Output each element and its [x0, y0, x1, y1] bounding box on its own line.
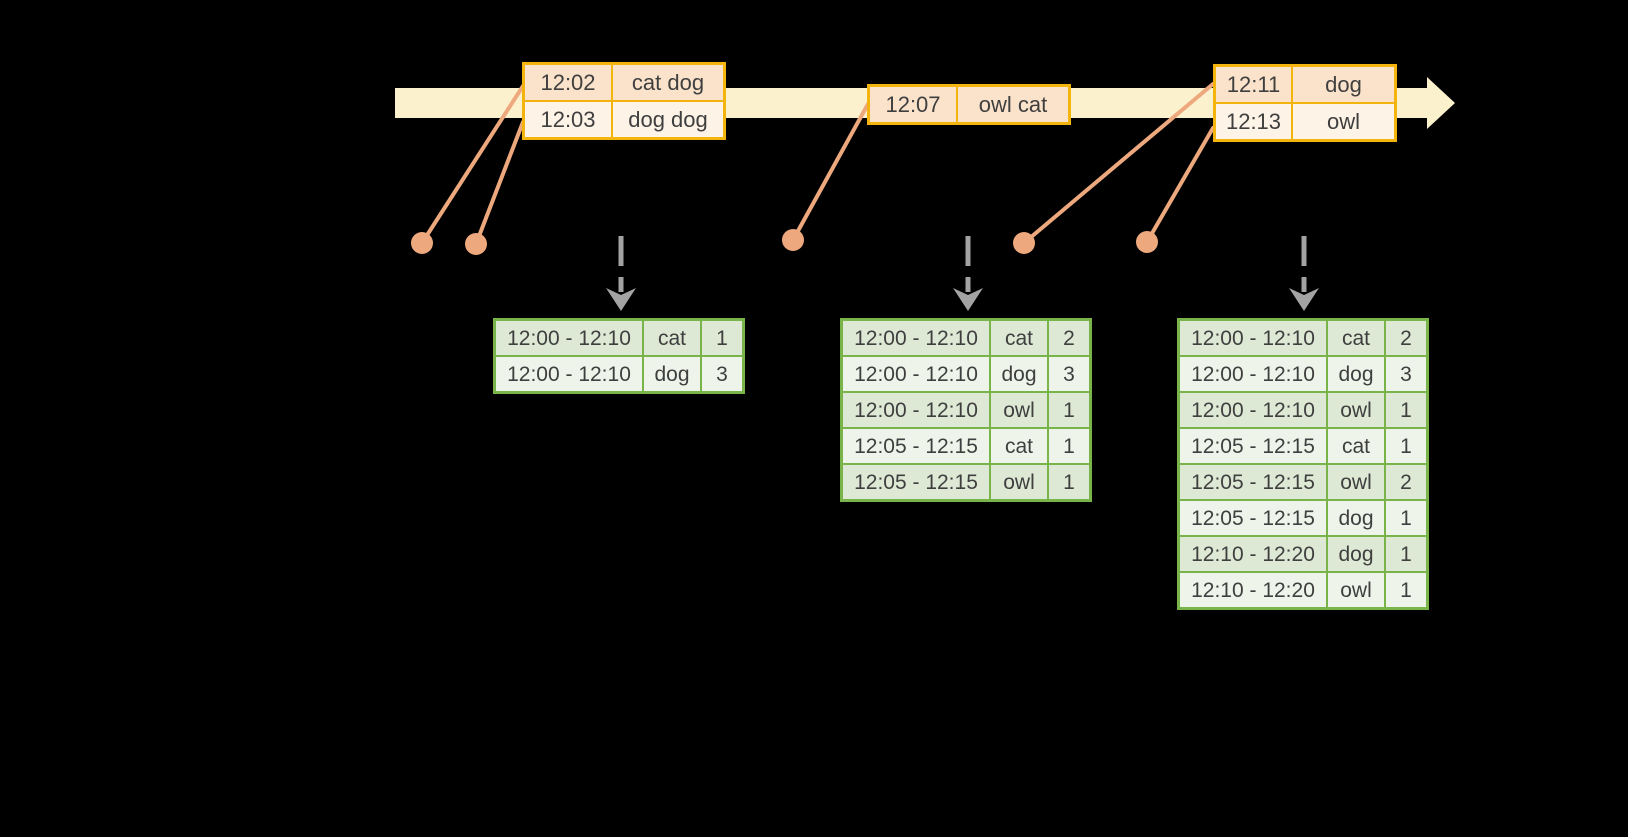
window-cell: 12:00 - 12:10	[843, 321, 989, 355]
trigger-arrowhead-icon	[606, 288, 636, 311]
count-cell: 1	[1384, 429, 1426, 463]
word-cell: cat	[1326, 429, 1384, 463]
word-cell: owl	[989, 465, 1047, 499]
count-cell: 2	[1384, 465, 1426, 499]
count-cell: 1	[1384, 573, 1426, 607]
trigger-arrow	[1289, 236, 1319, 311]
word-cell: owl	[1326, 393, 1384, 427]
window-cell: 12:05 - 12:15	[1180, 429, 1326, 463]
event-dot	[1013, 232, 1035, 254]
event-words-cell: cat dog	[611, 65, 723, 100]
trigger-arrow	[953, 236, 983, 311]
count-cell: 3	[1384, 357, 1426, 391]
event-time-cell: 12:03	[525, 102, 611, 137]
count-cell: 2	[1384, 321, 1426, 355]
event-words-cell: dog	[1291, 67, 1394, 102]
word-cell: dog	[642, 357, 700, 391]
event-dot	[465, 233, 487, 255]
event-dot	[1136, 231, 1158, 253]
window-cell: 12:05 - 12:15	[843, 465, 989, 499]
window-cell: 12:05 - 12:15	[843, 429, 989, 463]
word-cell: owl	[989, 393, 1047, 427]
count-cell: 1	[700, 321, 742, 355]
word-cell: cat	[642, 321, 700, 355]
trigger-arrowhead-icon	[953, 288, 983, 311]
window-cell: 12:00 - 12:10	[843, 393, 989, 427]
word-cell: dog	[989, 357, 1047, 391]
event-connector-line	[420, 84, 525, 245]
event-words-cell: dog dog	[611, 102, 723, 137]
event-time-cell: 12:13	[1216, 104, 1291, 139]
count-cell: 1	[1384, 501, 1426, 535]
count-cell: 1	[1047, 429, 1089, 463]
count-cell: 1	[1047, 465, 1089, 499]
event-dot	[411, 232, 433, 254]
window-cell: 12:10 - 12:20	[1180, 573, 1326, 607]
count-cell: 2	[1047, 321, 1089, 355]
count-cell: 1	[1384, 537, 1426, 571]
window-cell: 12:00 - 12:10	[496, 357, 642, 391]
word-cell: dog	[1326, 537, 1384, 571]
window-cell: 12:05 - 12:15	[1180, 501, 1326, 535]
count-cell: 1	[1047, 393, 1089, 427]
event-connector-line	[474, 120, 525, 246]
event-time-cell: 12:07	[870, 87, 956, 122]
window-cell: 12:00 - 12:10	[1180, 357, 1326, 391]
event-connector-line	[1145, 126, 1215, 244]
window-cell: 12:00 - 12:10	[1180, 321, 1326, 355]
event-words-cell: owl	[1291, 104, 1394, 139]
count-cell: 3	[700, 357, 742, 391]
word-cell: dog	[1326, 501, 1384, 535]
window-cell: 12:00 - 12:10	[496, 321, 642, 355]
count-cell: 3	[1047, 357, 1089, 391]
word-cell: cat	[989, 321, 1047, 355]
window-cell: 12:00 - 12:10	[843, 357, 989, 391]
event-connector-line	[1022, 82, 1215, 245]
word-cell: dog	[1326, 357, 1384, 391]
trigger-arrow	[606, 236, 636, 311]
window-cell: 12:00 - 12:10	[1180, 393, 1326, 427]
event-time-cell: 12:11	[1216, 67, 1291, 102]
event-dot	[782, 229, 804, 251]
event-words-cell: owl cat	[956, 87, 1068, 122]
event-connector-line	[791, 102, 870, 242]
window-cell: 12:10 - 12:20	[1180, 537, 1326, 571]
word-cell: cat	[989, 429, 1047, 463]
trigger-arrowhead-icon	[1289, 288, 1319, 311]
timeline-arrowhead-icon	[1427, 77, 1455, 129]
word-cell: owl	[1326, 465, 1384, 499]
window-cell: 12:05 - 12:15	[1180, 465, 1326, 499]
word-cell: cat	[1326, 321, 1384, 355]
count-cell: 1	[1384, 393, 1426, 427]
word-cell: owl	[1326, 573, 1384, 607]
event-time-cell: 12:02	[525, 65, 611, 100]
